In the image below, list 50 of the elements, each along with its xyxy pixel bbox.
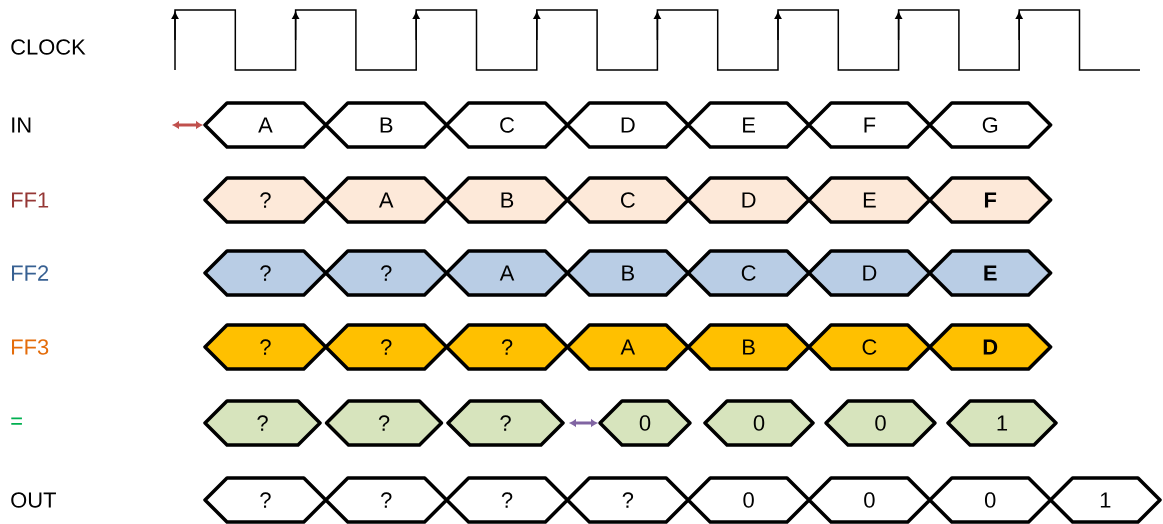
hexagon: ?	[203, 176, 328, 224]
row-label: FF3	[12, 339, 49, 355]
hexagon: 0	[928, 476, 1053, 524]
hexagon: G	[928, 101, 1053, 149]
hexagon: ?	[444, 323, 570, 371]
hexagon: 0	[807, 476, 932, 524]
hexagon: C	[444, 101, 570, 149]
hexagon: A	[444, 249, 570, 297]
hexagon: A	[203, 101, 328, 149]
hexagon: 0	[598, 399, 692, 447]
row-label: =	[11, 417, 22, 425]
hexagon: D	[686, 176, 811, 224]
row-label: CLOCK	[11, 39, 86, 55]
hexagon: E	[686, 101, 811, 149]
hexagon: ?	[324, 323, 449, 371]
hexagon: C	[565, 176, 690, 224]
hexagon: F	[807, 101, 932, 149]
hexagon: ?	[203, 249, 328, 297]
hexagon: B	[444, 176, 570, 224]
hexagon: C	[807, 323, 932, 371]
hexagon: B	[565, 249, 690, 297]
hexagon: ?	[203, 323, 328, 371]
hexagon: 0	[703, 399, 815, 447]
hexagon: D	[565, 101, 690, 149]
hexagon: F	[928, 176, 1053, 224]
hexagon: E	[807, 176, 932, 224]
row-label: FF2	[12, 265, 49, 281]
hexagon: ?	[446, 399, 565, 447]
hexagon: D	[928, 323, 1053, 371]
hexagon: 1	[946, 399, 1058, 447]
hexagon: ?	[324, 249, 449, 297]
row-label: OUT	[11, 492, 56, 508]
hexagon: 1	[1048, 476, 1162, 524]
hexagon: ?	[444, 476, 570, 524]
hexagon: 0	[686, 476, 811, 524]
hexagon: E	[928, 249, 1053, 297]
hexagon: ?	[203, 399, 322, 447]
hexagon: C	[686, 249, 811, 297]
hexagon: D	[807, 249, 932, 297]
hexagon: B	[324, 101, 449, 149]
hexagon: B	[686, 323, 811, 371]
hexagon: A	[324, 176, 449, 224]
hexagon: ?	[203, 476, 328, 524]
hexagon: ?	[324, 399, 444, 447]
hexagon: A	[565, 323, 690, 371]
row-label: FF1	[12, 192, 49, 208]
row-label: IN	[12, 117, 31, 133]
hexagon: 0	[824, 399, 937, 447]
hexagon: ?	[324, 476, 449, 524]
hexagon: ?	[565, 476, 690, 524]
